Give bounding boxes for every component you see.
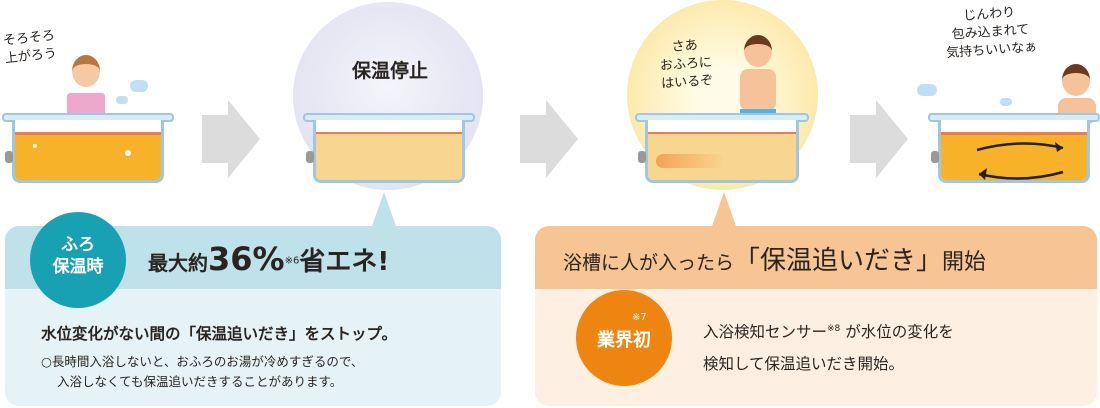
badge-line: 保温時 <box>52 257 104 277</box>
body-note: 入浴しなくても保温追いだきすることがあります。 <box>57 374 343 389</box>
circulation-arrows-icon <box>976 142 1064 180</box>
bathtub-entering <box>635 113 809 183</box>
speech-line: 上がろう <box>4 46 58 67</box>
badge-label: 業界初 <box>597 330 651 351</box>
bathtub-hot <box>2 113 174 183</box>
bath-keep-warm-badge: ふろ 保温時 <box>30 212 126 308</box>
bathtub-idle <box>303 113 475 183</box>
body-note: ○長時間入浴しないと、おふろのお湯が冷めすぎるので、 <box>41 354 364 369</box>
stop-label: 保温停止 <box>351 60 428 82</box>
headline-prefix: 浴槽に人が入ったら <box>563 252 735 274</box>
relax-speech: じんわり 包み込まれて 気持ちいいなぁ <box>943 3 1038 63</box>
headline-suffix: 開始 <box>942 250 987 275</box>
steam-icon <box>130 80 148 92</box>
girl-speech: そろそろ 上がろう <box>2 27 57 68</box>
footnote-mark: ※8 <box>827 323 841 334</box>
headline: 最大約36%※6省エネ! <box>148 240 389 278</box>
badge-line: ふろ <box>61 235 95 255</box>
body-line: 入浴検知センサー※8 が水位の変化を <box>703 320 954 342</box>
footnote-mark: ※6 <box>284 255 300 267</box>
reheat-start-panel: 浴槽に人が入ったら「保温追いだき」開始 入浴検知センサー※8 が水位の変化を 検… <box>535 226 1097 406</box>
headline: 浴槽に人が入ったら「保温追いだき」開始 <box>563 240 986 277</box>
body-text: 入浴検知センサー <box>703 323 828 341</box>
body-text: が水位の変化を <box>840 323 954 341</box>
industry-first-badge: ※7 業界初 <box>576 290 672 386</box>
bathtub-reheating <box>928 113 1100 183</box>
body-line: 検知して保温追いだき開始。 <box>703 355 905 373</box>
man-speech: さあ おふろに はいるぞ <box>658 36 714 93</box>
headline-prefix: 最大約 <box>148 251 208 275</box>
arrow-right-icon <box>850 100 908 178</box>
steam-icon <box>116 96 128 104</box>
steam-icon <box>1000 98 1012 106</box>
callout-pointer <box>712 192 736 226</box>
arrow-right-icon <box>520 100 578 178</box>
callout-pointer <box>372 192 396 226</box>
arrow-right-icon <box>202 100 260 178</box>
footnote-mark: ※7 <box>632 312 647 323</box>
body-main: 水位変化がない間の「保温追いだき」をストップ。 <box>41 325 398 343</box>
headline-suffix: 省エネ! <box>299 247 390 277</box>
energy-saving-panel: 最大約36%※6省エネ! 水位変化がない間の「保温追いだき」をストップ。 ○長時… <box>5 226 501 406</box>
headline-number: 36% <box>208 240 285 278</box>
headline-emphasis: 「保温追いだき」 <box>734 246 943 276</box>
steam-icon <box>917 84 937 96</box>
speech-line: はいるぞ <box>660 73 714 92</box>
